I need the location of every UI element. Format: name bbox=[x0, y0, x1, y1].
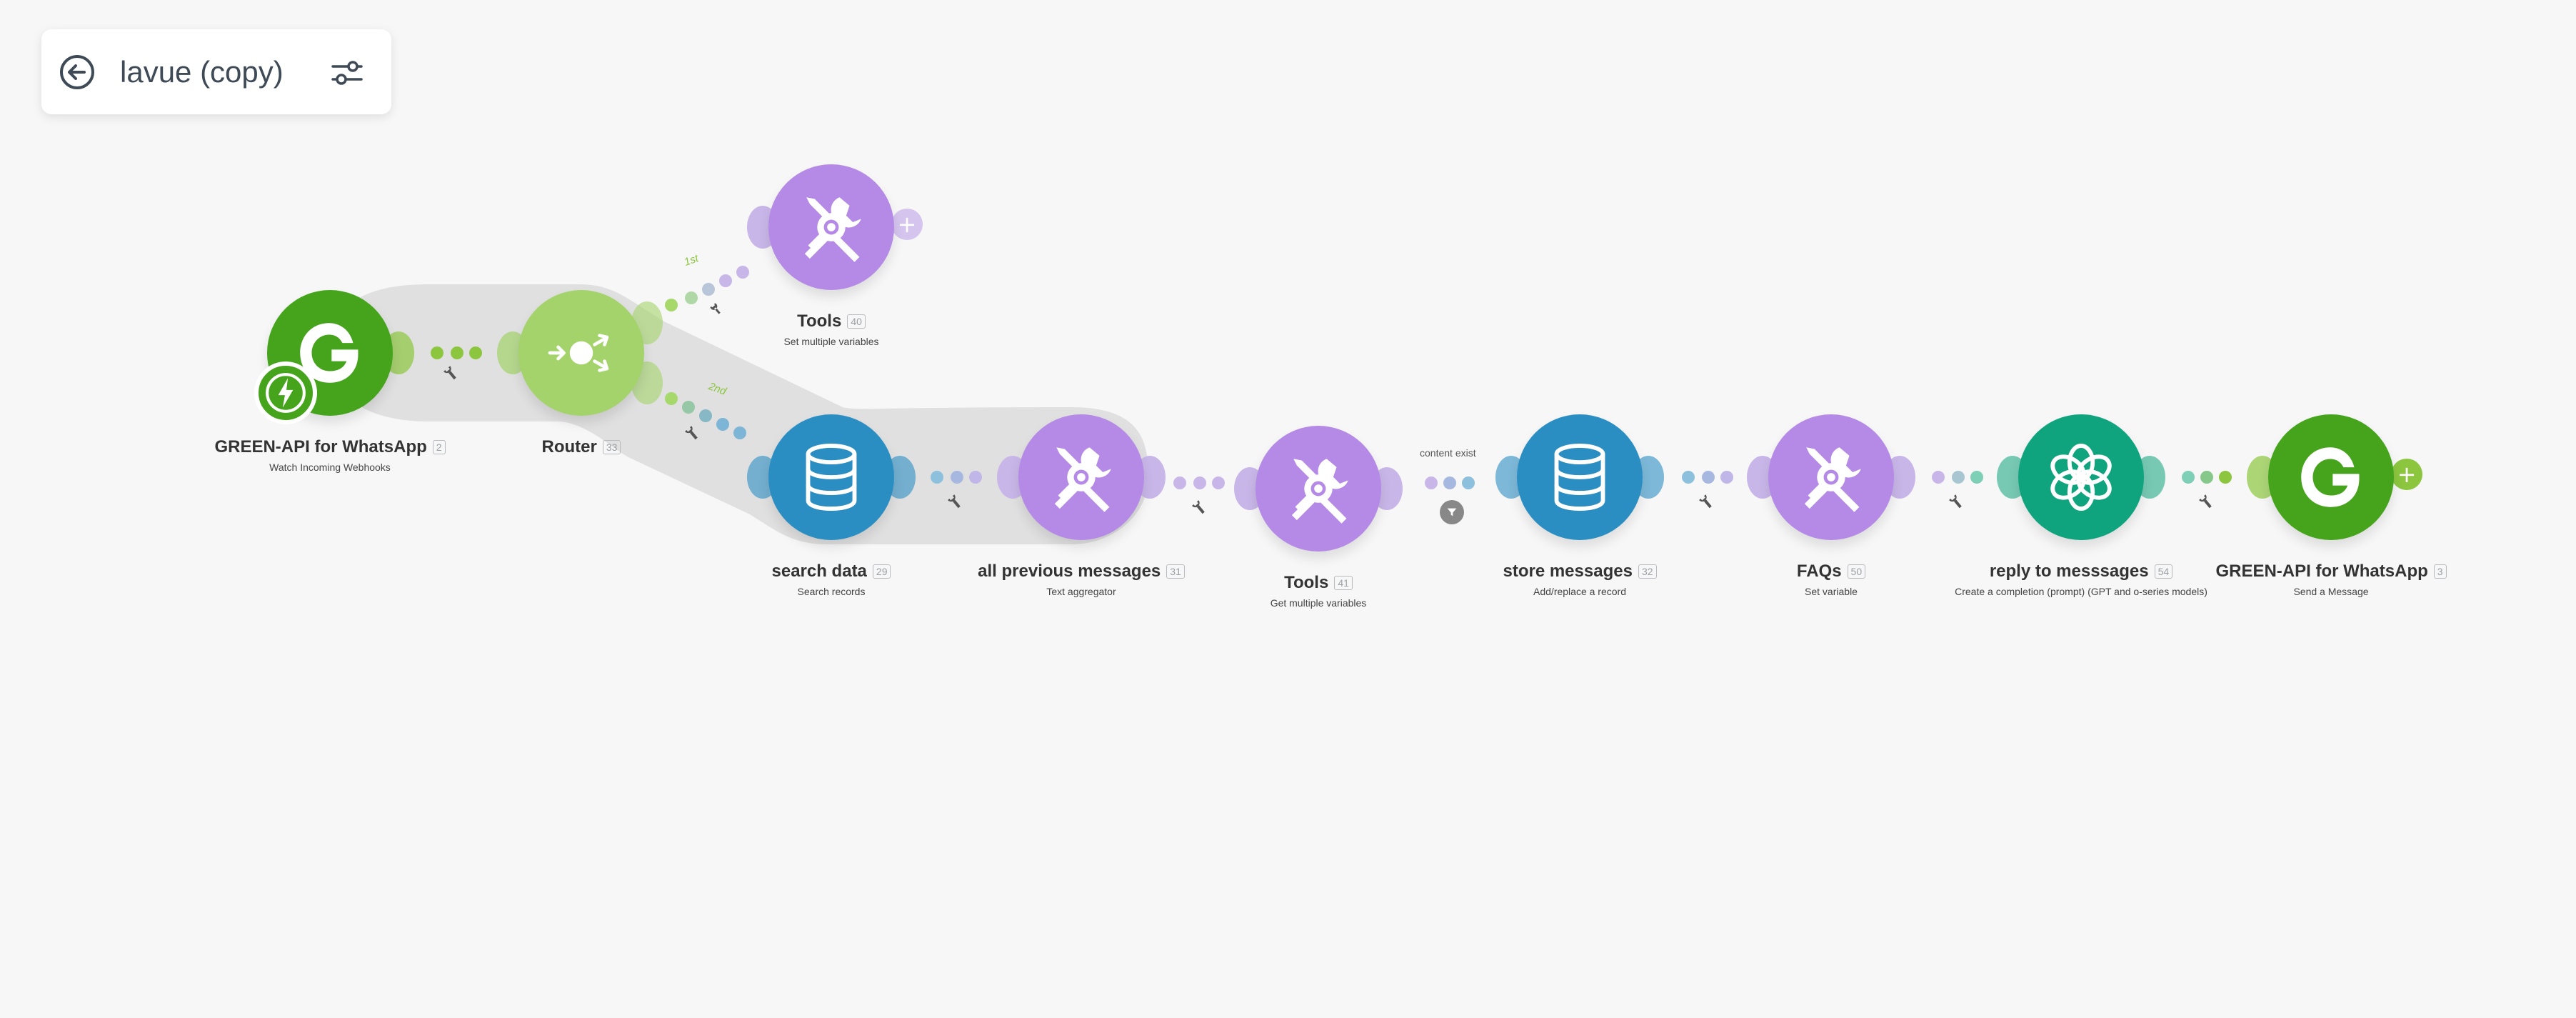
tools-icon[interactable] bbox=[1768, 414, 1894, 540]
module-label-m41: Tools 41 Get multiple variables bbox=[1154, 573, 1483, 609]
instant-trigger-icon[interactable] bbox=[254, 361, 317, 424]
module-label-m32: store messages 32 Add/replace a record bbox=[1415, 562, 1744, 597]
connector-dots bbox=[431, 266, 2232, 489]
module-action: Set variable bbox=[1805, 586, 1858, 597]
module-store-messages[interactable] bbox=[1495, 414, 1664, 540]
tools-icon[interactable] bbox=[1256, 426, 1381, 552]
add-module-button[interactable]: + bbox=[2391, 459, 2422, 490]
module-label-m33: Router 33 bbox=[417, 437, 746, 457]
module-id-badge: 32 bbox=[1638, 564, 1657, 579]
tools-icon[interactable] bbox=[1018, 414, 1144, 540]
module-green-api-send[interactable]: + bbox=[2247, 414, 2422, 540]
green-api-logo-icon[interactable] bbox=[2268, 414, 2394, 540]
wrench-icon bbox=[443, 366, 456, 380]
module-id-badge: 41 bbox=[1334, 576, 1353, 590]
wrench-icon bbox=[685, 426, 698, 440]
module-label-m50: FAQs 50 Set variable bbox=[1667, 562, 1995, 597]
module-action: Watch Incoming Webhooks bbox=[269, 461, 391, 473]
router-icon[interactable] bbox=[518, 290, 644, 416]
module-faqs[interactable] bbox=[1747, 414, 1915, 540]
database-icon[interactable] bbox=[768, 414, 894, 540]
back-arrow-icon[interactable] bbox=[56, 51, 99, 94]
scenario-header: lavue (copy) bbox=[41, 29, 391, 114]
module-name: reply to messsages bbox=[1989, 562, 2149, 581]
module-id-badge: 3 bbox=[2433, 564, 2447, 579]
wrench-icon bbox=[710, 303, 721, 314]
module-action: Get multiple variables bbox=[1270, 597, 1367, 609]
wrench-icon bbox=[2199, 494, 2212, 509]
filter-label[interactable]: content exist bbox=[1420, 447, 1476, 459]
module-action: Search records bbox=[797, 586, 866, 597]
link-settings-icons bbox=[443, 303, 2212, 514]
module-action: Create a completion (prompt) (GPT and o-… bbox=[1955, 586, 2207, 597]
module-reply-to-messages[interactable] bbox=[1997, 414, 2165, 540]
module-label-m54: reply to messsages 54 Create a completion… bbox=[1917, 562, 2245, 597]
module-id-badge: 54 bbox=[2154, 564, 2173, 579]
module-id-badge: 2 bbox=[432, 440, 446, 454]
module-name: Router bbox=[541, 437, 597, 456]
filter-icon[interactable] bbox=[1440, 500, 1464, 524]
module-id-badge: 31 bbox=[1166, 564, 1185, 579]
module-tools-set-multiple[interactable]: + bbox=[747, 164, 923, 290]
database-icon[interactable] bbox=[1517, 414, 1643, 540]
module-all-previous-messages[interactable] bbox=[997, 414, 1166, 540]
module-id-badge: 40 bbox=[847, 314, 866, 329]
module-label-m3: GREEN-API for WhatsApp 3 Send a Message bbox=[2167, 562, 2495, 597]
scenario-title[interactable]: lavue (copy) bbox=[120, 55, 284, 89]
module-name: GREEN-API for WhatsApp bbox=[2215, 562, 2428, 581]
module-name: FAQs bbox=[1796, 562, 1842, 581]
module-action: Add/replace a record bbox=[1533, 586, 1626, 597]
module-label-m29: search data 29 Search records bbox=[667, 562, 996, 597]
add-module-button[interactable]: + bbox=[891, 209, 923, 240]
wrench-icon bbox=[948, 494, 961, 509]
module-label-m2: GREEN-API for WhatsApp 2 Watch Incoming W… bbox=[166, 437, 494, 473]
module-router[interactable] bbox=[497, 290, 663, 416]
module-name: search data bbox=[771, 562, 867, 581]
module-label-m31: all previous messages 31 Text aggregator bbox=[917, 562, 1246, 597]
module-name: Tools bbox=[1284, 573, 1329, 592]
module-green-api-watch[interactable] bbox=[254, 290, 414, 424]
module-name: store messages bbox=[1503, 562, 1633, 581]
wrench-icon bbox=[1192, 500, 1205, 514]
wrench-icon bbox=[1949, 494, 1962, 509]
wrench-icon bbox=[1699, 494, 1712, 509]
module-name: GREEN-API for WhatsApp bbox=[214, 437, 427, 456]
module-id-badge: 33 bbox=[602, 440, 621, 454]
tools-icon[interactable] bbox=[768, 164, 894, 290]
module-action: Set multiple variables bbox=[783, 336, 879, 347]
module-name: Tools bbox=[797, 311, 842, 331]
module-tools-get-multiple[interactable] bbox=[1234, 426, 1403, 552]
module-label-m40: Tools 40 Set multiple variables bbox=[667, 311, 996, 347]
module-id-badge: 50 bbox=[1847, 564, 1866, 579]
openai-icon[interactable] bbox=[2018, 414, 2144, 540]
sliders-icon[interactable] bbox=[326, 51, 369, 94]
module-action: Text aggregator bbox=[1046, 586, 1116, 597]
module-search-data[interactable] bbox=[747, 414, 916, 540]
module-id-badge: 29 bbox=[872, 564, 891, 579]
module-name: all previous messages bbox=[978, 562, 1161, 581]
module-action: Send a Message bbox=[2293, 586, 2369, 597]
